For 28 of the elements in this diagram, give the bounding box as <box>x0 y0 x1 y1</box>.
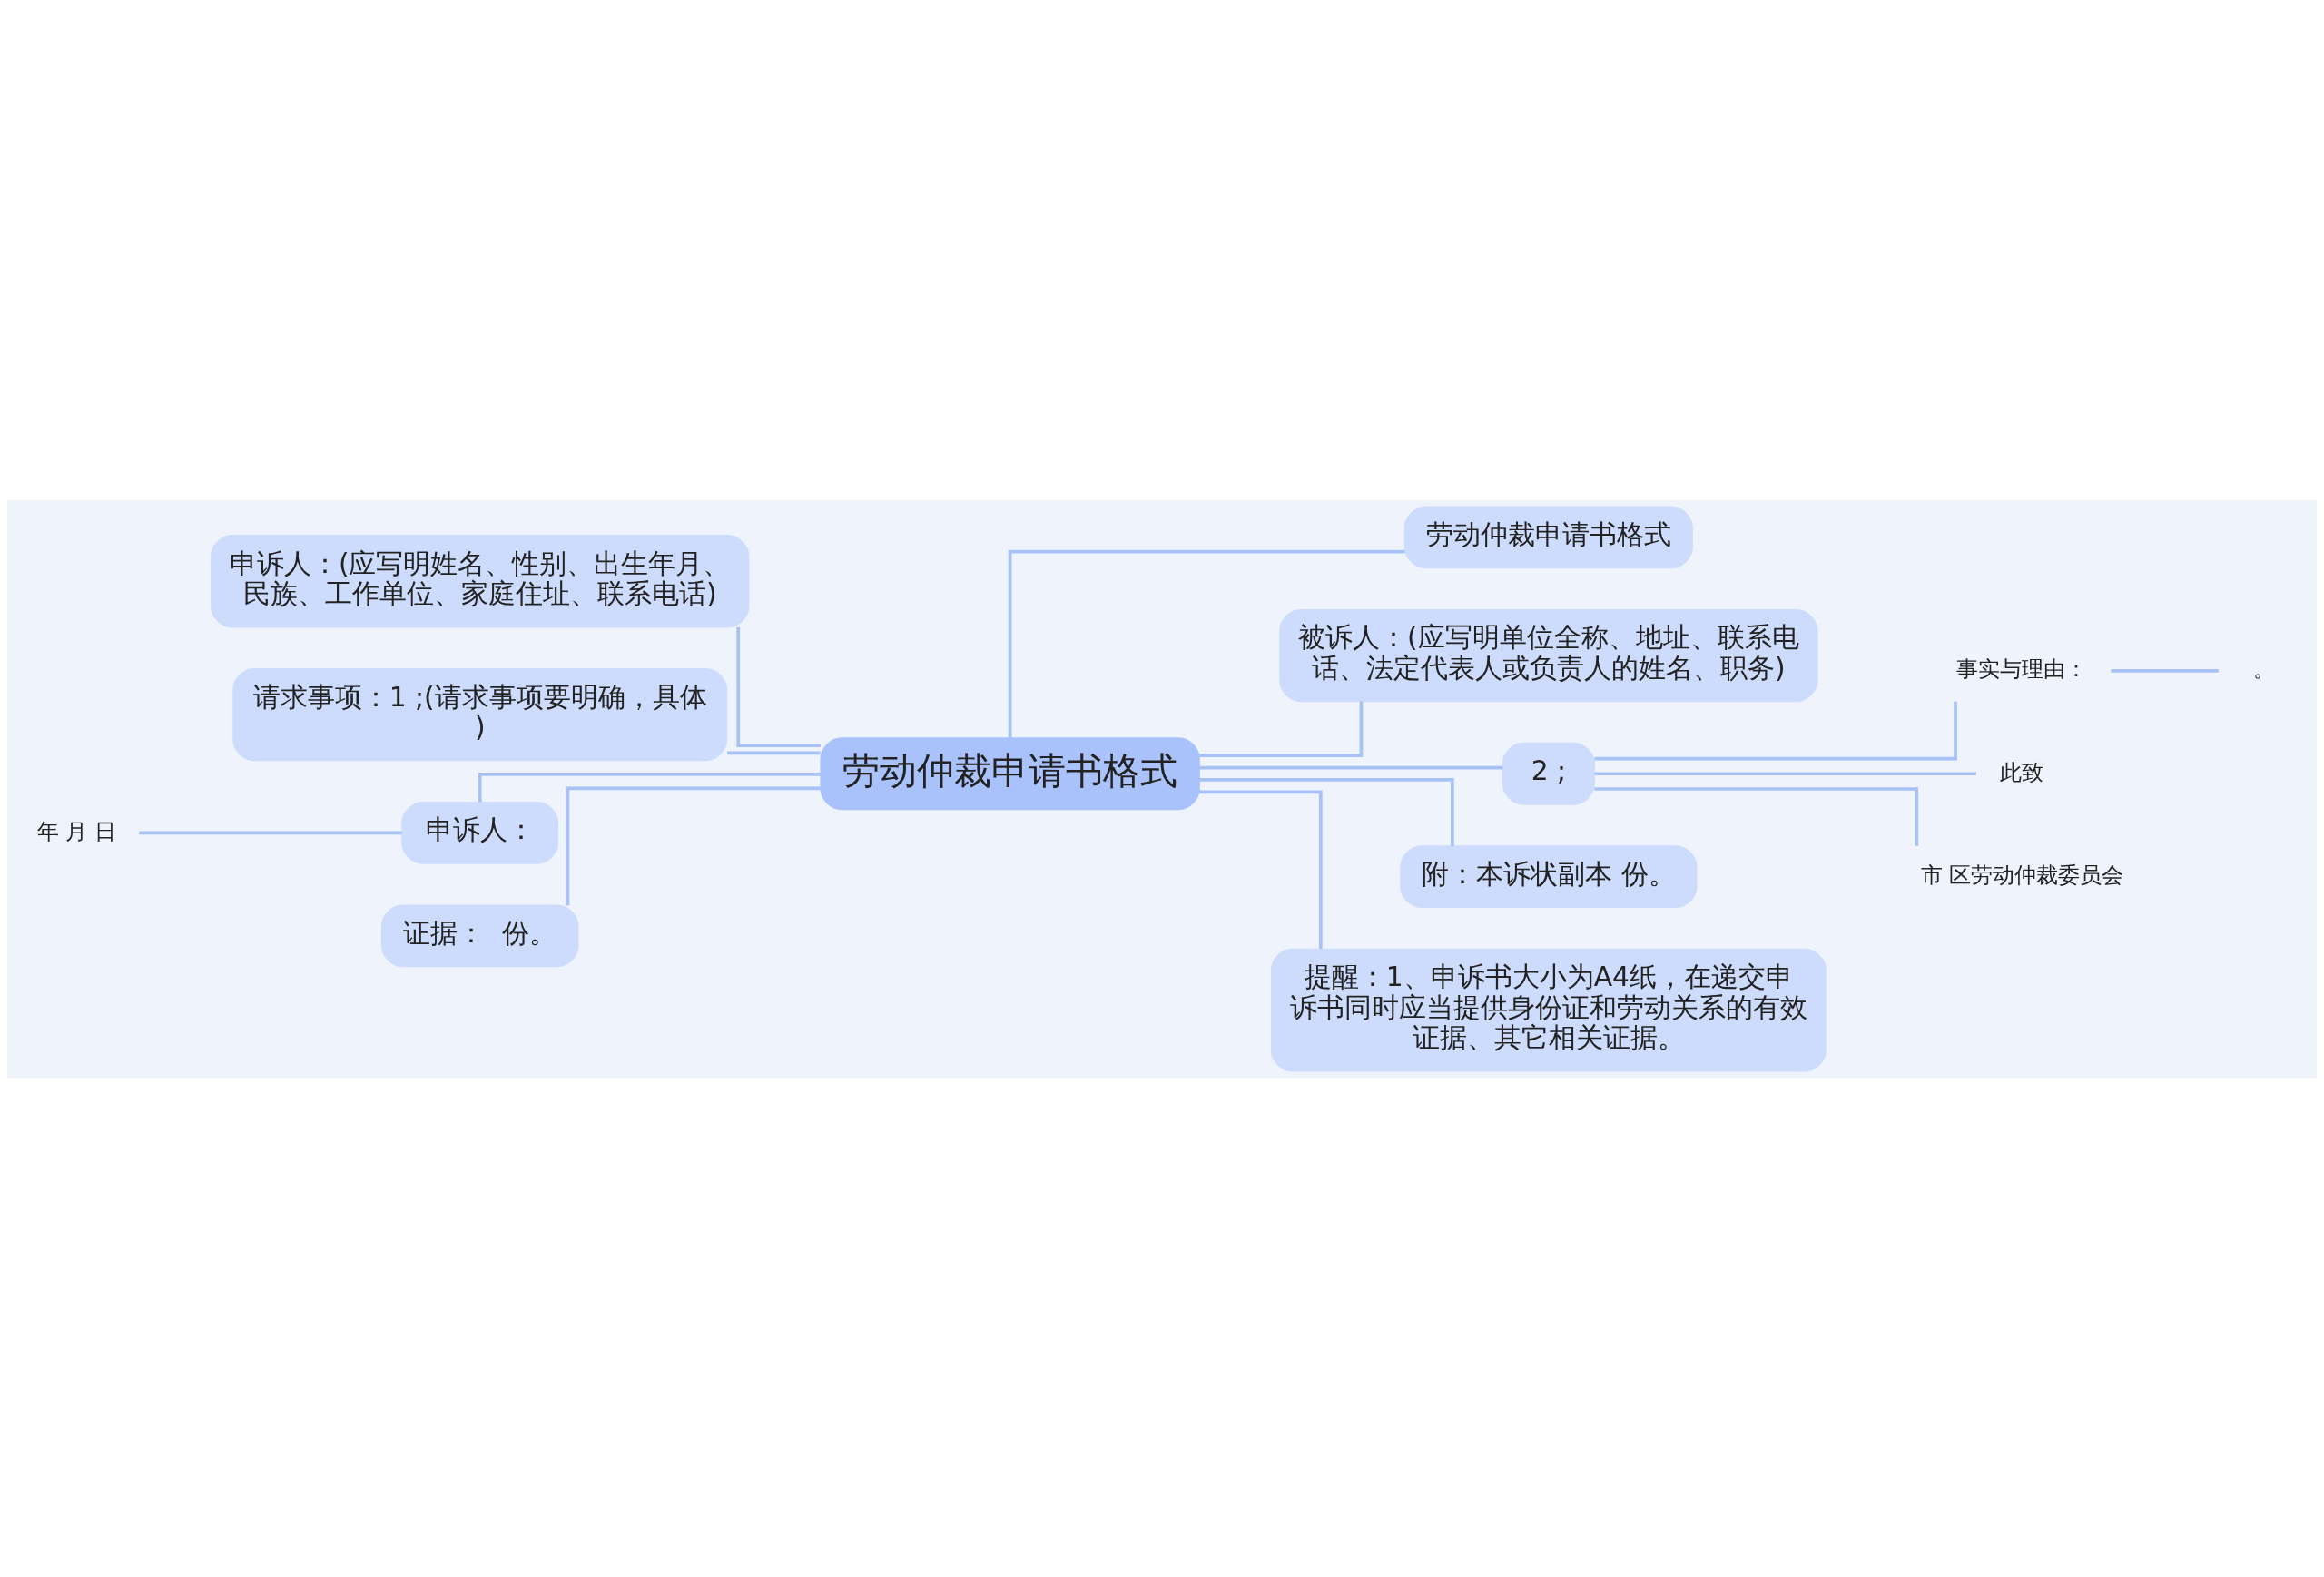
connector <box>1199 790 1323 949</box>
connector <box>1594 771 1976 775</box>
connector <box>566 786 821 905</box>
node-box: 被诉人：(应写明单位全称、地址、联系电话、法定代表人或负责人的姓名、职务) <box>1279 608 1818 702</box>
node-box: 请求事项：1 ;(请求事项要明确，具体) <box>232 667 728 761</box>
connector <box>2111 668 2219 673</box>
connector <box>1594 786 1919 846</box>
node-box: 附：本诉状副本 份。 <box>1400 844 1698 908</box>
connector <box>736 626 821 747</box>
node-box: 劳动仲裁申请书格式 <box>820 736 1200 810</box>
node-text: 市 区劳动仲裁委员会 <box>1920 862 2124 888</box>
node-box: 2 ; <box>1502 742 1595 805</box>
node-box: 申诉人：(应写明姓名、性别、出生年月、民族、工作单位、家庭住址、联系电话) <box>211 534 750 627</box>
connector <box>1594 701 1957 760</box>
node-text: 此致 <box>2000 759 2044 785</box>
node-box: 提醒：1、申诉书大小为A4纸，在递交申诉书同时应当提供身份证和劳动关系的有效证据、其它相关证据。 <box>1270 948 1827 1071</box>
connector <box>1199 777 1454 846</box>
connector <box>1198 765 1503 769</box>
node-text: 事实与理由： <box>1956 655 2088 682</box>
node-box: 证据： 份。 <box>380 903 579 967</box>
connector <box>727 750 821 754</box>
node-box: 劳动仲裁申请书格式 <box>1403 506 1693 568</box>
node-text: 年 月 日 <box>36 818 116 844</box>
connector <box>139 831 402 834</box>
node-box: 申诉人： <box>401 801 559 864</box>
connector <box>1199 701 1364 757</box>
node-text: 。 <box>2253 655 2276 682</box>
connector <box>1008 549 1405 738</box>
